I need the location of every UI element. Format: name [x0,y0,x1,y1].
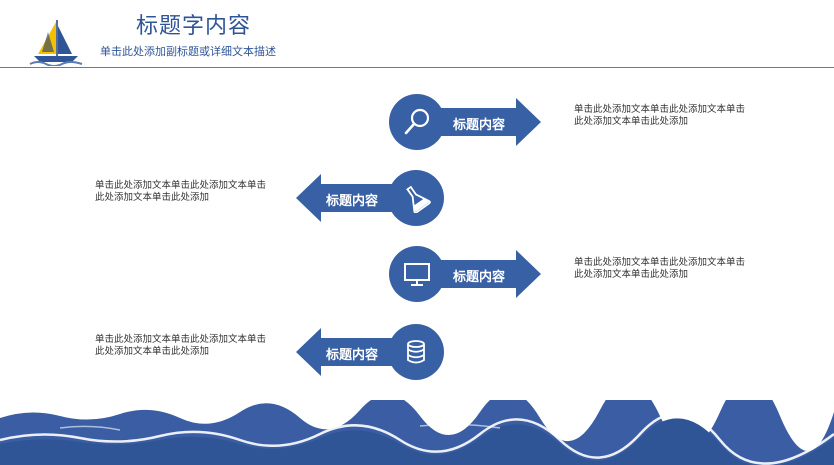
item-3-text: 单击此处添加文本单击此处添加文本单击此处添加文本单击此处添加 [574,257,746,280]
item-1-label: 标题内容 [453,118,506,133]
ocean-waves [0,400,834,465]
sailboat-logo [29,20,83,66]
header-divider [0,67,834,68]
item-4-circle [388,324,444,380]
item-2-label: 标题内容 [326,194,379,209]
page-title: 标题字内容 [136,14,252,39]
item-3-circle [389,246,445,302]
item-1-text: 单击此处添加文本单击此处添加文本单击此处添加文本单击此处添加 [574,104,746,127]
item-4-text: 单击此处添加文本单击此处添加文本单击此处添加文本单击此处添加 [95,334,267,357]
magnifier-icon [404,108,430,135]
item-2-text: 单击此处添加文本单击此处添加文本单击此处添加文本单击此处添加 [95,180,267,203]
monitor-icon [404,263,430,286]
page-subtitle: 单击此处添加副标题或详细文本描述 [100,45,276,58]
item-3-label: 标题内容 [453,270,506,285]
item-4-label: 标题内容 [326,348,379,363]
database-icon [407,340,425,364]
flask-icon [406,185,431,213]
item-1-circle [389,94,445,150]
item-2-circle [388,170,444,226]
